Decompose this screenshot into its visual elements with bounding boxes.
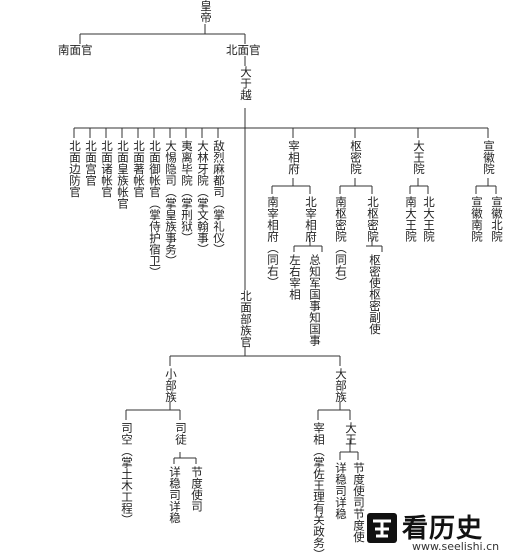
node-small-xiangwen: 详稳司详稳 [168,466,182,524]
node-left-right-chancellors: 左右宰相 [288,254,302,300]
brand-logo-icon [367,513,397,543]
node-small-tribes: 小部族 [164,368,178,403]
node-frontier-officials: 北面边防官 [68,140,82,198]
node-palace-officials: 北面宫官 [84,140,98,186]
node-imperial-clan-officials: 北面皇族帐官 [116,140,130,209]
node-xuanhui-court: 宣徽院 [482,140,496,175]
node-north-privy-council: 北枢密院 [366,196,380,242]
node-tent-officials: 北面诸帐官 [100,140,114,198]
node-great-king-court: 大王院 [412,140,426,175]
node-south-chancellery: 南宰相府（同右） [266,196,280,288]
node-large-jiedu: 节度使司节度使 [352,462,366,543]
node-xuanhui-north: 宣徽北院 [490,196,504,242]
node-state-affairs: 总知军国事知国事 [308,254,322,346]
node-situ: 司徒 [174,422,188,445]
watermark: 看历史 www.seelishi.cn [362,506,510,559]
node-tribal-officials: 北面部族官 [239,290,253,348]
node-da-yu-yue: 大于越 [239,66,253,101]
node-privy-commissioners: 枢密使枢密副使 [368,254,382,335]
node-large-xiangwen: 详稳司详稳 [334,462,348,520]
node-dilie-office: 敌烈麻都司（掌礼仪） [212,140,226,255]
node-chancellery: 宰相府 [287,140,301,175]
node-sikong: 司空（掌土木工程） [120,422,134,526]
node-zhuzhang-officials: 北面著帐官 [132,140,146,198]
node-large-tribes: 大部族 [334,368,348,403]
node-privy-council: 枢密院 [349,140,363,175]
node-tribal-chancellor: 宰相（掌佐王理有关政务） [312,422,326,559]
watermark-brand: 看历史 [402,514,484,544]
node-tribal-great-king: 大王 [344,422,358,445]
node-south-privy-council: 南枢密院（同右） [334,196,348,288]
node-imperial-guard-officials: 北面御帐官（掌侍护宿卫） [148,140,162,278]
node-yilibi-court: 夷离毕院（掌刑狱） [180,140,194,244]
node-south-great-king-court: 南大王院 [404,196,418,242]
node-north-officials: 北面官 [226,43,261,57]
node-xuanhui-south: 宣徽南院 [470,196,484,242]
node-north-chancellery: 北宰相府 [304,196,318,242]
node-tiyin-office: 大惕隐司（掌皇族事务） [164,140,178,267]
node-south-officials: 南面官 [58,43,93,57]
watermark-url: www.seelishi.cn [412,540,500,553]
node-emperor: 皇帝 [199,0,213,23]
node-linya-court: 大林牙院（掌文翰事） [196,140,210,255]
node-north-great-king-court: 北大王院 [422,196,436,242]
node-small-jiedu: 节度使司 [190,466,204,512]
